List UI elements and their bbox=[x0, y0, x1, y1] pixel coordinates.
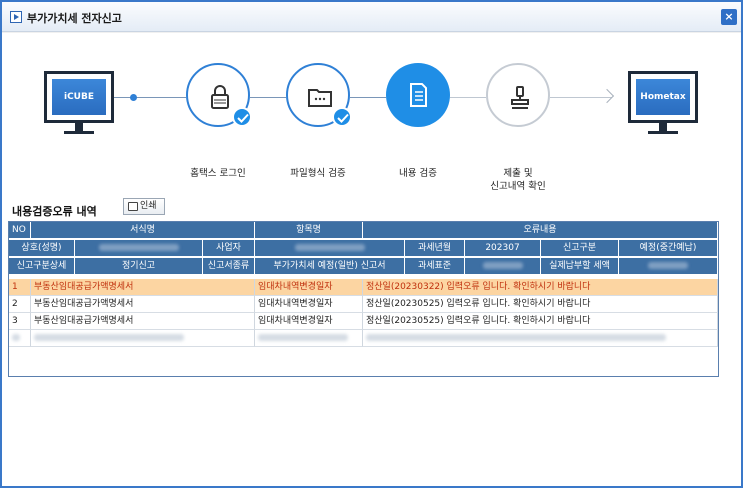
row-no: 3 bbox=[9, 313, 31, 330]
step-connector bbox=[450, 97, 486, 98]
arrow-right-icon bbox=[599, 88, 615, 104]
stamp-icon bbox=[511, 86, 529, 109]
grid-info-row: 신고구분상세 정기신고 신고서종류 부가가치세 예정(일반) 신고서 과세표준 … bbox=[9, 258, 718, 275]
actual-tax-value-redacted bbox=[619, 258, 718, 275]
hometax-logo: Hometax bbox=[636, 79, 690, 115]
header-report-detail: 신고구분상세 bbox=[9, 258, 75, 275]
header-actual-tax: 실제납부할 세액 bbox=[541, 258, 619, 275]
check-icon bbox=[232, 107, 252, 127]
row-no: 1 bbox=[9, 279, 31, 296]
row-form: 부동산임대공급가액명세서 bbox=[31, 296, 255, 313]
icube-logo: iCUBE bbox=[52, 79, 106, 115]
step-label: 홈택스 로그인 bbox=[190, 168, 246, 179]
step-connector bbox=[250, 97, 286, 98]
title-bar: 부가가치세 전자신고 × bbox=[2, 2, 741, 32]
row-error: 정산일(20230525) 입력오류 입니다. 확인하시기 바랍니다 bbox=[363, 296, 718, 313]
row-item: 임대차내역변경일자 bbox=[255, 296, 363, 313]
tax-standard-value-redacted bbox=[465, 258, 541, 275]
step-circle-active bbox=[386, 63, 450, 127]
connector-dot bbox=[130, 94, 137, 101]
step-label: 내용 검증 bbox=[399, 168, 437, 179]
table-row[interactable]: 1 부동산임대공급가액명세서 임대차내역변경일자 정산일(20230322) 입… bbox=[9, 279, 718, 296]
header-form-name: 서식명 bbox=[31, 222, 255, 239]
window-title: 부가가치세 전자신고 bbox=[27, 12, 122, 25]
header-item-name: 항목명 bbox=[255, 222, 363, 239]
table-row[interactable]: 3 부동산임대공급가액명세서 임대차내역변경일자 정산일(20230525) 입… bbox=[9, 313, 718, 330]
table-row[interactable]: 2 부동산임대공급가액명세서 임대차내역변경일자 정산일(20230525) 입… bbox=[9, 296, 718, 313]
step-label: 제출 및 신고내역 확인 bbox=[490, 168, 546, 192]
close-button[interactable]: × bbox=[721, 9, 737, 25]
error-grid: NO 서식명 항목명 오류내용 상호(성명) 사업자 과세년월 202307 신… bbox=[8, 221, 719, 377]
form-type-value: 부가가치세 예정(일반) 신고서 bbox=[255, 258, 405, 275]
step-connector bbox=[350, 97, 386, 98]
document-check-icon bbox=[410, 83, 427, 107]
step-connector bbox=[114, 97, 186, 98]
step-circle-pending bbox=[486, 63, 550, 127]
header-company: 상호(성명) bbox=[9, 240, 75, 257]
header-form-type: 신고서종류 bbox=[203, 258, 255, 275]
step-content-check: 내용 검증 bbox=[386, 63, 456, 179]
progress-steps: iCUBE 홈택스 로그인 bbox=[2, 33, 741, 192]
step-hometax-login: 홈택스 로그인 bbox=[186, 63, 256, 179]
grid-header-row: NO 서식명 항목명 오류내용 bbox=[9, 222, 718, 239]
row-error: 정산일(20230525) 입력오류 입니다. 확인하시기 바랍니다 bbox=[363, 313, 718, 330]
icube-monitor-icon: iCUBE bbox=[44, 71, 114, 141]
error-section-title: 내용검증오류 내역 bbox=[12, 205, 97, 218]
row-no: 2 bbox=[9, 296, 31, 313]
step-submit-and-confirm: 제출 및 신고내역 확인 bbox=[486, 63, 556, 192]
header-no: NO bbox=[9, 222, 31, 239]
header-tax-standard: 과세표준 bbox=[405, 258, 465, 275]
tax-period-value: 202307 bbox=[465, 240, 541, 257]
row-error: 정산일(20230322) 입력오류 입니다. 확인하시기 바랍니다 bbox=[363, 279, 718, 296]
check-icon bbox=[332, 107, 352, 127]
grid-info-row: 상호(성명) 사업자 과세년월 202307 신고구분 예정(중간예납) bbox=[9, 240, 718, 257]
app-icon bbox=[10, 11, 22, 23]
step-file-format-check: 파일형식 검증 bbox=[286, 63, 356, 179]
hometax-monitor-icon: Hometax bbox=[628, 71, 698, 141]
folder-icon bbox=[308, 89, 332, 107]
report-type-value: 예정(중간예납) bbox=[619, 240, 718, 257]
window-content: iCUBE 홈택스 로그인 bbox=[2, 33, 741, 486]
print-button[interactable]: 인쇄 bbox=[123, 198, 165, 215]
print-button-label: 인쇄 bbox=[140, 201, 157, 211]
header-error: 오류내용 bbox=[363, 222, 718, 239]
row-item: 임대차내역변경일자 bbox=[255, 279, 363, 296]
header-report-type: 신고구분 bbox=[541, 240, 619, 257]
header-tax-period: 과세년월 bbox=[405, 240, 465, 257]
arrow-line bbox=[550, 97, 612, 98]
step-label: 파일형식 검증 bbox=[290, 168, 346, 179]
report-detail-value: 정기신고 bbox=[75, 258, 203, 275]
company-value-redacted bbox=[75, 240, 203, 257]
row-form: 부동산임대공급가액명세서 bbox=[31, 313, 255, 330]
header-biz-no: 사업자 bbox=[203, 240, 255, 257]
table-row-redacted[interactable] bbox=[9, 330, 718, 347]
biz-no-value-redacted bbox=[255, 240, 405, 257]
lock-icon bbox=[211, 85, 229, 109]
row-item: 임대차내역변경일자 bbox=[255, 313, 363, 330]
printer-icon bbox=[128, 202, 138, 211]
row-form: 부동산임대공급가액명세서 bbox=[31, 279, 255, 296]
